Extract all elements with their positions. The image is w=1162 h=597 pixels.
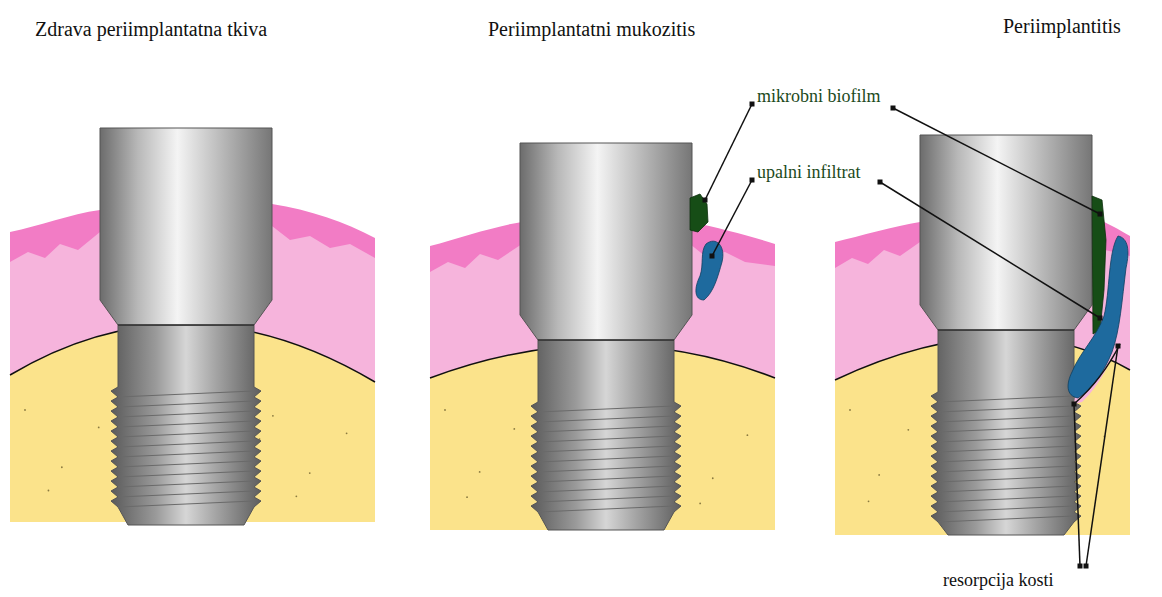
leader-end (1098, 212, 1103, 217)
bone-speckle (48, 490, 50, 492)
panel-title: Periimplantatni mukozitis (488, 18, 695, 41)
implant-thread (118, 451, 254, 457)
leader-line (1086, 346, 1118, 566)
implant-thread (938, 396, 1074, 402)
bone-speckle (868, 500, 870, 502)
bone-speckle (309, 472, 311, 474)
implant-panel (835, 135, 1130, 535)
implant-abutment-joint (538, 339, 674, 341)
implant-thread (118, 501, 254, 507)
leader-end (1078, 564, 1083, 569)
implant-panel (10, 128, 375, 525)
panel-title: Zdrava periimplantatna tkiva (35, 18, 267, 41)
leader-end (1116, 344, 1121, 349)
leader-end (878, 180, 883, 185)
implant-thread (538, 476, 674, 482)
microbial-biofilm (690, 194, 708, 232)
implant-thread (118, 391, 254, 397)
leader-line (705, 104, 752, 200)
implant-thread (538, 506, 674, 512)
panel-title: Periimplantitis (1003, 15, 1121, 38)
implant-body (111, 325, 261, 525)
implant-thread (938, 446, 1074, 452)
resorbed-bone-line (1074, 344, 1120, 404)
leader-end (1084, 564, 1089, 569)
leader-end (750, 102, 755, 107)
abutment (920, 135, 1092, 330)
leader-line (712, 180, 752, 256)
implant-thread (538, 456, 674, 462)
leader-end (1098, 316, 1103, 321)
implant-thread (118, 421, 254, 427)
implant-panel (430, 143, 775, 530)
implant-thread (938, 406, 1074, 412)
implant-thread (538, 486, 674, 492)
leader-line (893, 108, 1100, 214)
implant-thread (938, 456, 1074, 462)
bone-speckle (466, 496, 468, 498)
bone-speckle (24, 409, 26, 411)
implant-body (931, 330, 1081, 535)
leader-end (891, 106, 896, 111)
implant-thread (538, 426, 674, 432)
implant-abutment-joint (938, 329, 1074, 331)
bone-speckle (479, 471, 481, 473)
bone-speckle (98, 427, 100, 429)
implant-thread (938, 466, 1074, 472)
implant-thread (118, 481, 254, 487)
leader-line (880, 182, 1100, 318)
implant-thread (938, 486, 1074, 492)
implant-thread (118, 401, 254, 407)
microbial-biofilm (1092, 196, 1106, 334)
implant-thread (118, 441, 254, 447)
implant-body (531, 340, 681, 530)
implant-thread (118, 431, 254, 437)
implant-thread (538, 416, 674, 422)
implant-thread (538, 436, 674, 442)
implant-thread (938, 516, 1074, 522)
implant-thread (938, 426, 1074, 432)
implant-thread (538, 446, 674, 452)
bone-speckle (699, 503, 701, 505)
bone-speckle (907, 429, 909, 431)
implant-thread (938, 496, 1074, 502)
abutment (100, 128, 272, 325)
leader-end (750, 178, 755, 183)
abutment (520, 143, 692, 340)
implant-thread (938, 416, 1074, 422)
leader-end (1072, 402, 1077, 407)
bone-speckle (295, 495, 297, 497)
implant-thread (938, 436, 1074, 442)
leader-lines (703, 102, 1121, 569)
implant-thread (538, 406, 674, 412)
callout-label: mikrobni biofilm (757, 86, 881, 107)
inflammatory-infiltrate (1068, 236, 1128, 398)
leader-end (703, 198, 708, 203)
inflammatory-infiltrate (696, 241, 723, 300)
leader-line (1074, 404, 1080, 566)
callout-label: upalni infiltrat (757, 162, 860, 183)
implant-thread (938, 506, 1074, 512)
bone-speckle (849, 409, 851, 411)
bone-speckle (878, 474, 880, 476)
bone-speckle (346, 432, 348, 434)
bone-speckle (61, 466, 63, 468)
bone-speckle (272, 415, 274, 417)
implant-thread (538, 496, 674, 502)
bone-speckle (513, 428, 515, 430)
bone-speckle (747, 434, 749, 436)
implant-thread (118, 491, 254, 497)
implant-thread (118, 471, 254, 477)
implant-thread (938, 476, 1074, 482)
implant-thread (118, 411, 254, 417)
implant-thread (538, 466, 674, 472)
callout-label: resorpcija kosti (943, 570, 1053, 591)
bone-speckle (444, 409, 446, 411)
implant-abutment-joint (118, 324, 254, 326)
implant-thread (118, 461, 254, 467)
bone-speckle (712, 477, 714, 479)
leader-end (710, 254, 715, 259)
